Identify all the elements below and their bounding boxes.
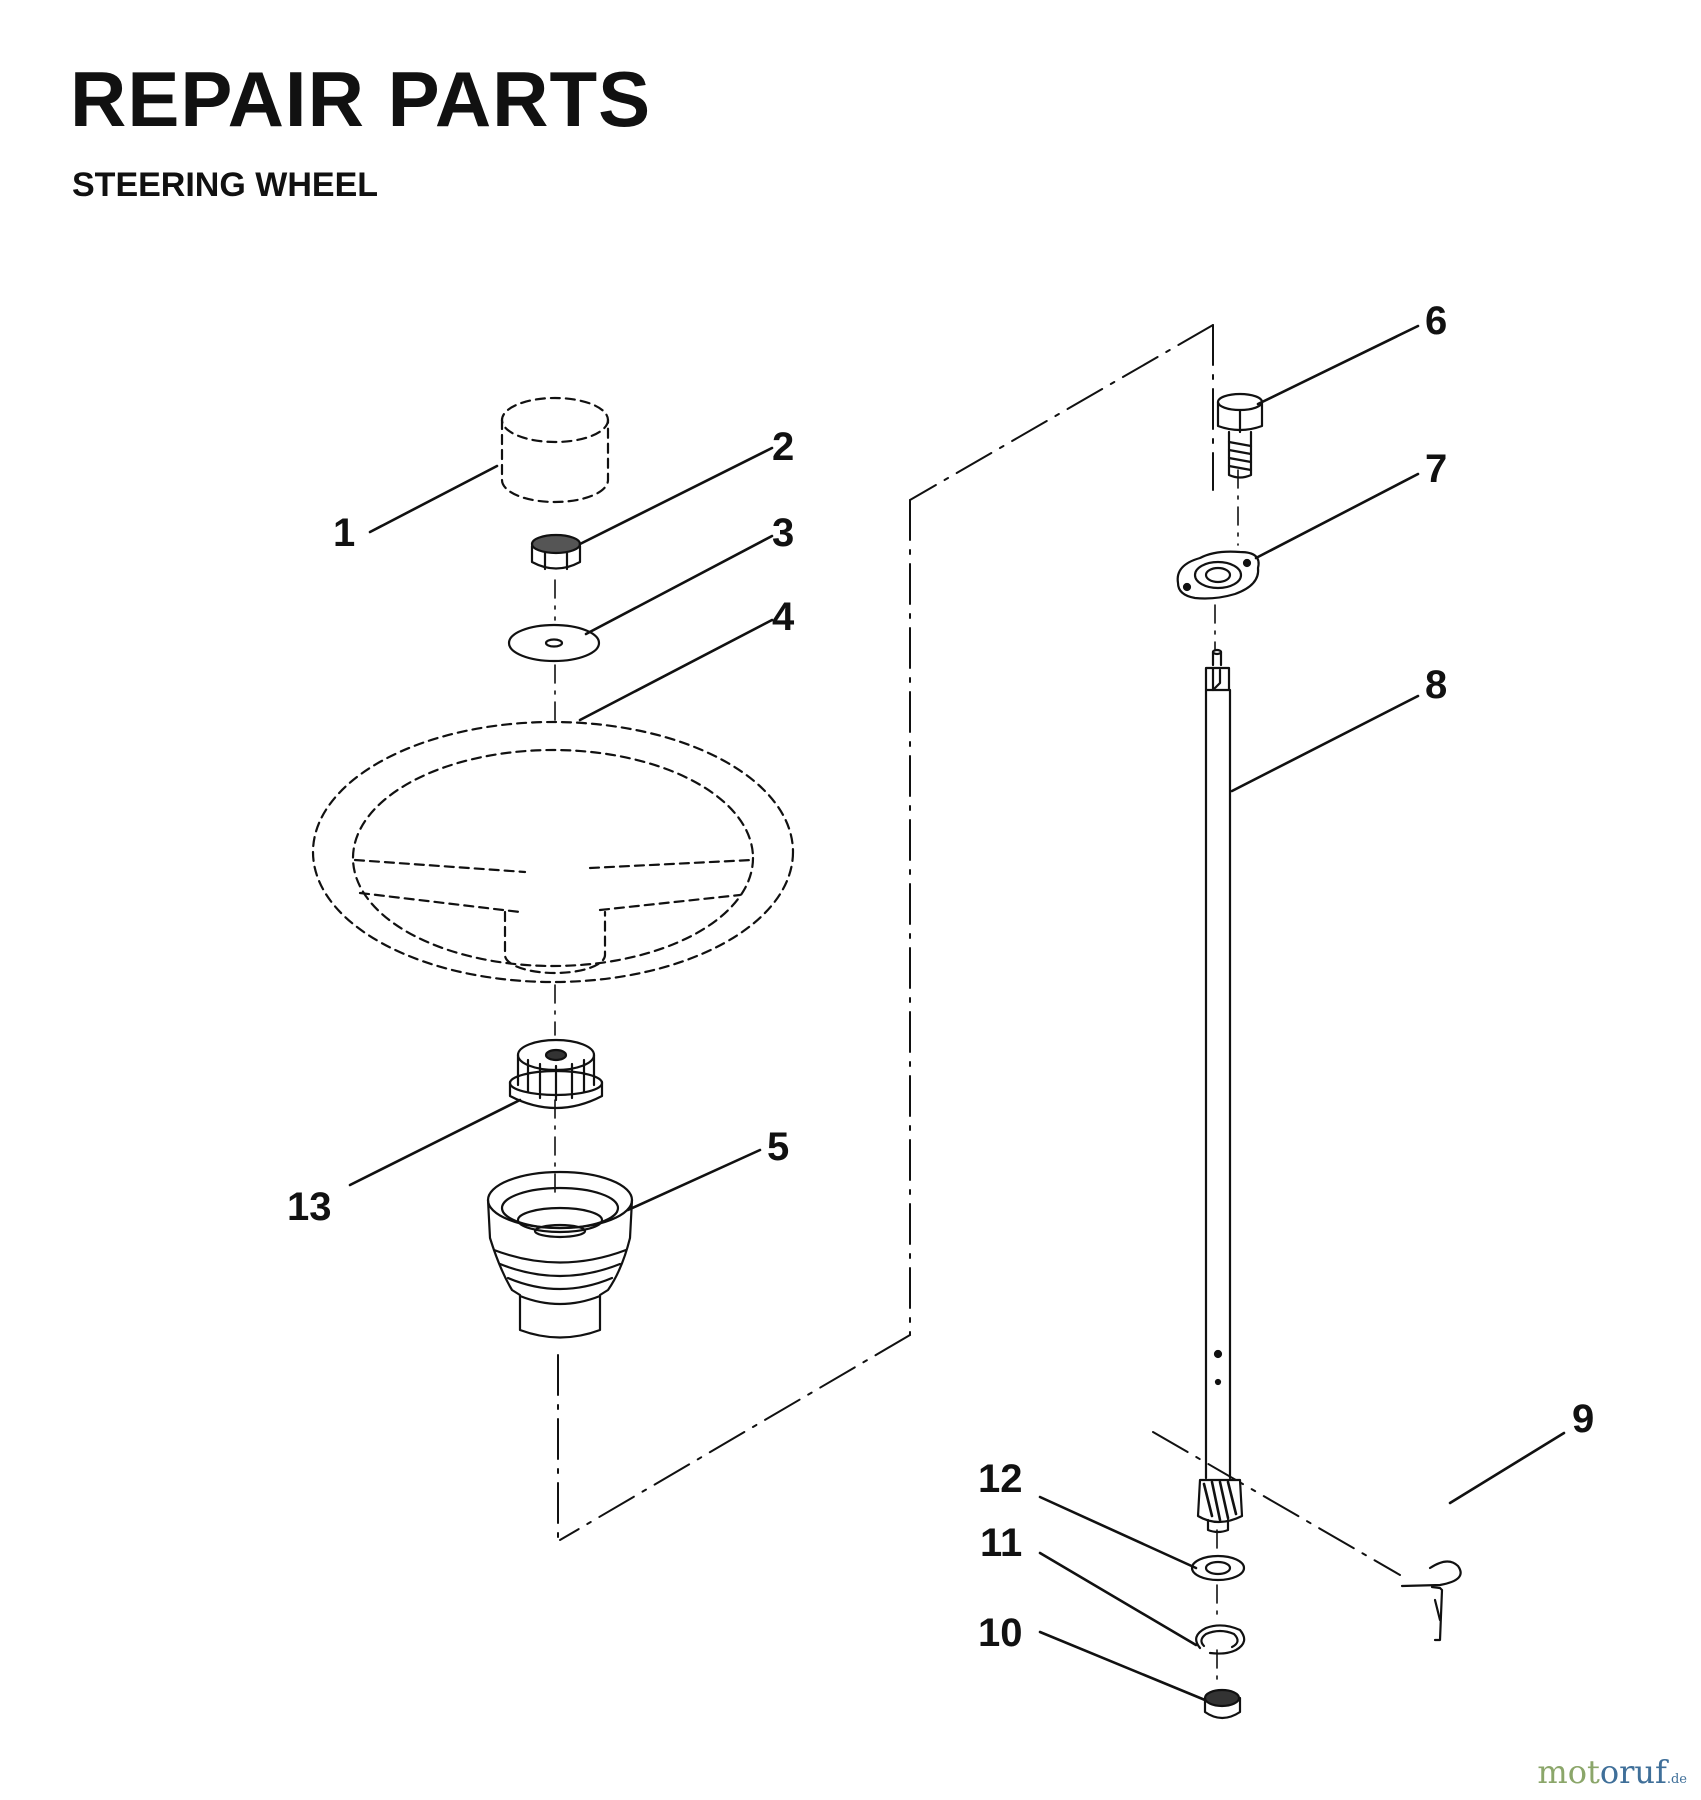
- leader-lines: [348, 324, 1566, 1702]
- part-5-bushing-cone: [486, 1170, 634, 1339]
- callout-10: 10: [978, 1611, 1023, 1655]
- callout-9: 9: [1572, 1397, 1594, 1441]
- part-13-adapter: [508, 1038, 604, 1110]
- part-4-steering-wheel: [311, 720, 795, 984]
- page-subtitle: STEERING WHEEL: [72, 166, 379, 204]
- part-1-cap: [500, 396, 610, 504]
- callout-11: 11: [980, 1521, 1022, 1565]
- callout-5: 5: [767, 1125, 789, 1169]
- part-11-retaining-ring: [1195, 1624, 1246, 1655]
- watermark-part1: mot: [1537, 1753, 1600, 1791]
- watermark-part2: oruf: [1599, 1753, 1667, 1791]
- callout-6: 6: [1425, 299, 1447, 343]
- page-title: REPAIR PARTS: [70, 55, 652, 143]
- part-8-steering-shaft: [1196, 648, 1244, 1534]
- part-3-washer: [507, 623, 601, 663]
- callout-3: 3: [772, 511, 794, 555]
- watermark-logo: motoruf.de: [1537, 1756, 1687, 1788]
- callout-numbers: 1 2 3 4 5 6 7 8 9 10 11 12 13: [287, 299, 1594, 1655]
- centerline-right: [1214, 469, 1239, 1686]
- callout-2: 2: [772, 425, 794, 469]
- callout-13: 13: [287, 1185, 332, 1229]
- callout-1: 1: [333, 511, 355, 555]
- part-6-bolt: [1216, 392, 1264, 479]
- part-7-flange-bearing: [1176, 550, 1260, 600]
- callout-4: 4: [772, 595, 795, 639]
- part-10-bushing: [1203, 1688, 1242, 1720]
- assembly-phantom-frame: [557, 324, 1401, 1576]
- callout-12: 12: [978, 1457, 1023, 1501]
- callout-7: 7: [1425, 447, 1447, 491]
- callout-8: 8: [1425, 663, 1447, 707]
- part-9-spring-clip: [1400, 1560, 1462, 1642]
- part-2-nut: [530, 533, 582, 571]
- watermark-suffix: .de: [1666, 1772, 1687, 1787]
- part-12-washer: [1190, 1554, 1246, 1582]
